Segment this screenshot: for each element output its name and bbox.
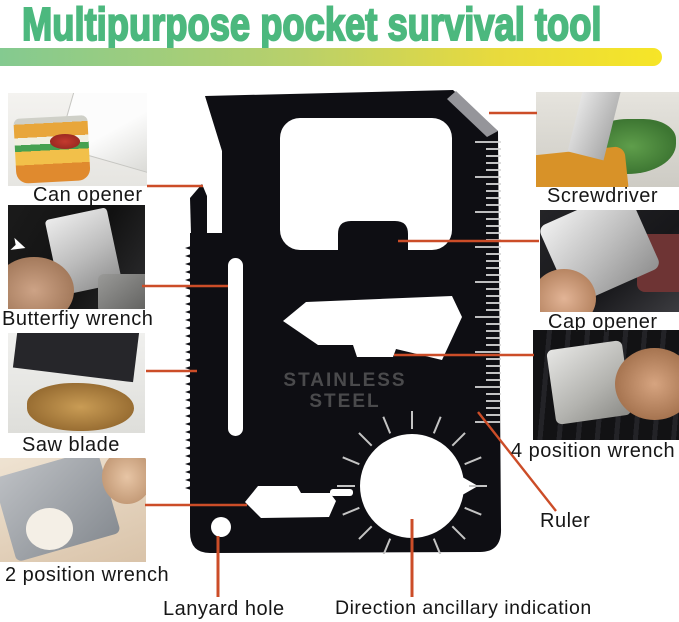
label-butterfly-wrench: Butterfiy wrench [2, 308, 154, 330]
butterfly-wrench-photo: ➤ [8, 205, 145, 309]
ruler-ticks [475, 141, 501, 423]
can-opener-hook [190, 184, 207, 234]
direction-dial-cutout [360, 434, 464, 538]
can-opener-photo [8, 93, 147, 186]
label-cap-opener: Cap opener [548, 311, 658, 333]
title-underline [0, 48, 662, 66]
lanyard-hole [211, 517, 231, 537]
saw-teeth [185, 244, 197, 492]
bottle-opener-cutout [280, 118, 452, 250]
label-direction-indicator: Direction ancillary indication [335, 597, 592, 619]
wrench-cutout-2pos [245, 486, 336, 518]
label-ruler: Ruler [540, 510, 591, 532]
can-label-logo [49, 133, 81, 149]
cap-opener-photo [540, 210, 679, 312]
leader-line-ruler [477, 411, 557, 512]
two-position-wrench-photo [0, 458, 146, 562]
label-2pos-wrench: 2 position wrench [5, 564, 170, 586]
stainless-steel-engraving-line2: STEEL [309, 391, 380, 412]
butterfly-wrench-slot [228, 258, 243, 436]
page-title: Multipurpose pocket survival tool [21, 0, 602, 50]
machine-part [98, 273, 145, 309]
saw-blade-photo [8, 333, 145, 433]
screwdriver-photo [536, 92, 679, 187]
label-lanyard-hole: Lanyard hole [163, 598, 285, 620]
stainless-steel-engraving-line1: STAINLESS [283, 370, 406, 391]
wrench-cutout-4pos [283, 296, 462, 360]
label-screwdriver: Screwdriver [547, 185, 659, 207]
bevel-corner [447, 91, 498, 137]
label-saw-blade: Saw blade [22, 434, 120, 456]
wrench-slot-2pos [330, 489, 353, 496]
four-position-wrench-photo [533, 330, 679, 440]
direction-pointer [450, 470, 478, 502]
hand [102, 458, 146, 504]
label-can-opener: Can opener [33, 184, 143, 206]
cap-opener-tab [338, 221, 408, 250]
label-4pos-wrench: 4 position wrench [511, 440, 676, 462]
